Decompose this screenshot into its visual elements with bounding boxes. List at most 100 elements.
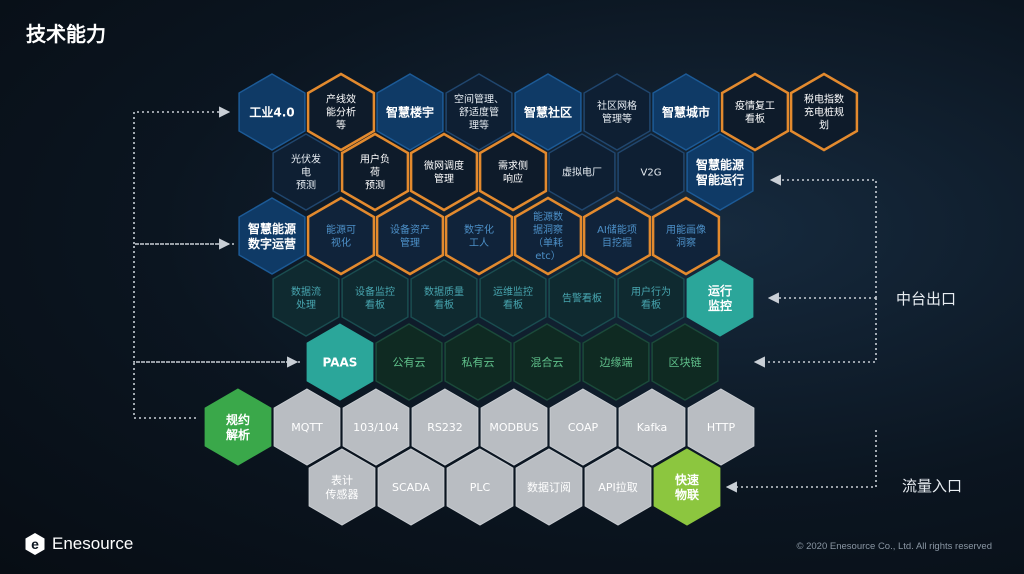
- hex-cell: 工业4.0: [238, 73, 306, 151]
- hex-label: 规约: [226, 412, 250, 427]
- hex-label: 传感器: [326, 488, 359, 501]
- hex-label: 数字运营: [248, 236, 296, 251]
- hex-label: 103/104: [353, 421, 399, 434]
- hex-label: 工业4.0: [249, 104, 294, 119]
- hex-shape: [375, 196, 445, 276]
- hex-label: 智慧能源: [247, 221, 296, 236]
- right-connector-bottom: [725, 430, 877, 493]
- hex-shape: [720, 72, 790, 152]
- hex-label: 能分析: [326, 106, 356, 119]
- hex-label: 私有云: [462, 355, 495, 369]
- hex-label: 管理等: [602, 112, 632, 125]
- hex-label: V2G: [641, 168, 662, 179]
- hex-cell: PLC: [446, 448, 514, 526]
- hex-label: 边缘端: [600, 356, 633, 369]
- hex-shape: [445, 73, 513, 151]
- hex-label: 电: [301, 166, 311, 179]
- right-connector-top: [769, 174, 877, 298]
- hex-shape: [272, 133, 340, 211]
- hex-label: API拉取: [598, 480, 637, 494]
- hex-cell: 虚拟电厂: [548, 133, 616, 211]
- hex-label: 空间管理、: [454, 93, 504, 106]
- hex-label: 用能画像: [666, 223, 706, 236]
- hex-label: 智能运行: [695, 172, 744, 187]
- hex-label: 需求侧: [498, 159, 528, 172]
- hex-cell: API拉取: [584, 448, 652, 526]
- hex-label: HTTP: [707, 421, 736, 434]
- hex-label: 预测: [296, 179, 316, 192]
- hex-cell: MODBUS: [480, 388, 548, 466]
- hex-shape: [238, 73, 306, 151]
- hex-label: 用户负: [360, 153, 390, 166]
- hex-label: 表计: [331, 473, 353, 487]
- hex-shape: [446, 448, 514, 526]
- hex-cell: 区块链: [651, 323, 719, 401]
- hex-label: 公有云: [393, 355, 426, 369]
- hex-shape: [377, 448, 445, 526]
- hex-label: 洞察: [676, 236, 696, 249]
- hex-label: （单耗: [533, 237, 563, 249]
- hex-label: 荷: [370, 167, 380, 179]
- hex-label: 看板: [745, 112, 765, 125]
- hex-label: 告警看板: [562, 292, 602, 305]
- hex-shape: [306, 323, 374, 401]
- hex-cell: MQTT: [273, 388, 341, 466]
- hex-label: 监控: [708, 298, 732, 313]
- hex-label: etc）: [535, 250, 561, 262]
- hex-cell: PAAS: [306, 323, 374, 401]
- hex-label: 视化: [331, 236, 351, 249]
- hex-label: 疫情复工: [735, 99, 775, 112]
- hex-label: 虚拟电厂: [562, 166, 602, 179]
- hex-label: 设备监控: [355, 285, 395, 298]
- hex-shape: [273, 388, 341, 466]
- hex-shape: [306, 196, 376, 276]
- hex-cell: COAP: [549, 388, 617, 466]
- hex-cell: 数据订阅: [515, 448, 583, 526]
- hex-label: PAAS: [323, 355, 358, 369]
- hex-shape: [340, 132, 410, 212]
- hex-shape: [584, 448, 652, 526]
- hex-grid: 工业4.0产线效能分析等智慧楼宇空间管理、舒适度管理等智慧社区社区网格管理等智慧…: [204, 72, 859, 526]
- hex-label: 微网调度: [424, 159, 464, 172]
- hex-shape: [480, 388, 548, 466]
- hex-label: SCADA: [392, 481, 430, 494]
- hex-label: 目挖掘: [602, 236, 632, 249]
- hex-cell: SCADA: [377, 448, 445, 526]
- hex-cell: 告警看板: [548, 259, 616, 337]
- left-connector-bottom: [133, 356, 299, 419]
- hex-label: RS232: [427, 421, 463, 434]
- hex-label: 舒适度管: [459, 106, 499, 119]
- hex-label: 能源数: [533, 210, 563, 223]
- hex-label: 运维监控: [493, 285, 533, 298]
- hex-cell: 混合云: [513, 323, 581, 401]
- hex-label: 响应: [503, 172, 523, 185]
- enesource-logo-icon: e: [25, 533, 45, 555]
- hex-label: 工人: [469, 237, 489, 249]
- hex-shape: [411, 388, 479, 466]
- hex-cell: 私有云: [444, 323, 512, 401]
- middle-out-label: 中台出口: [896, 290, 957, 308]
- hex-shape: [376, 73, 444, 151]
- hex-cell: HTTP: [687, 388, 755, 466]
- page-title: 技术能力: [26, 22, 106, 46]
- hex-label: 划: [819, 119, 829, 132]
- hex-shape: [549, 388, 617, 466]
- hex-label: 等: [336, 119, 346, 132]
- hex-shape: [308, 448, 376, 526]
- hex-label: AI储能项: [597, 223, 637, 236]
- hex-shape: [204, 388, 272, 466]
- hex-shape: [618, 388, 686, 466]
- hex-label: 税电指数: [804, 93, 844, 106]
- hex-label: 数据订阅: [527, 480, 571, 494]
